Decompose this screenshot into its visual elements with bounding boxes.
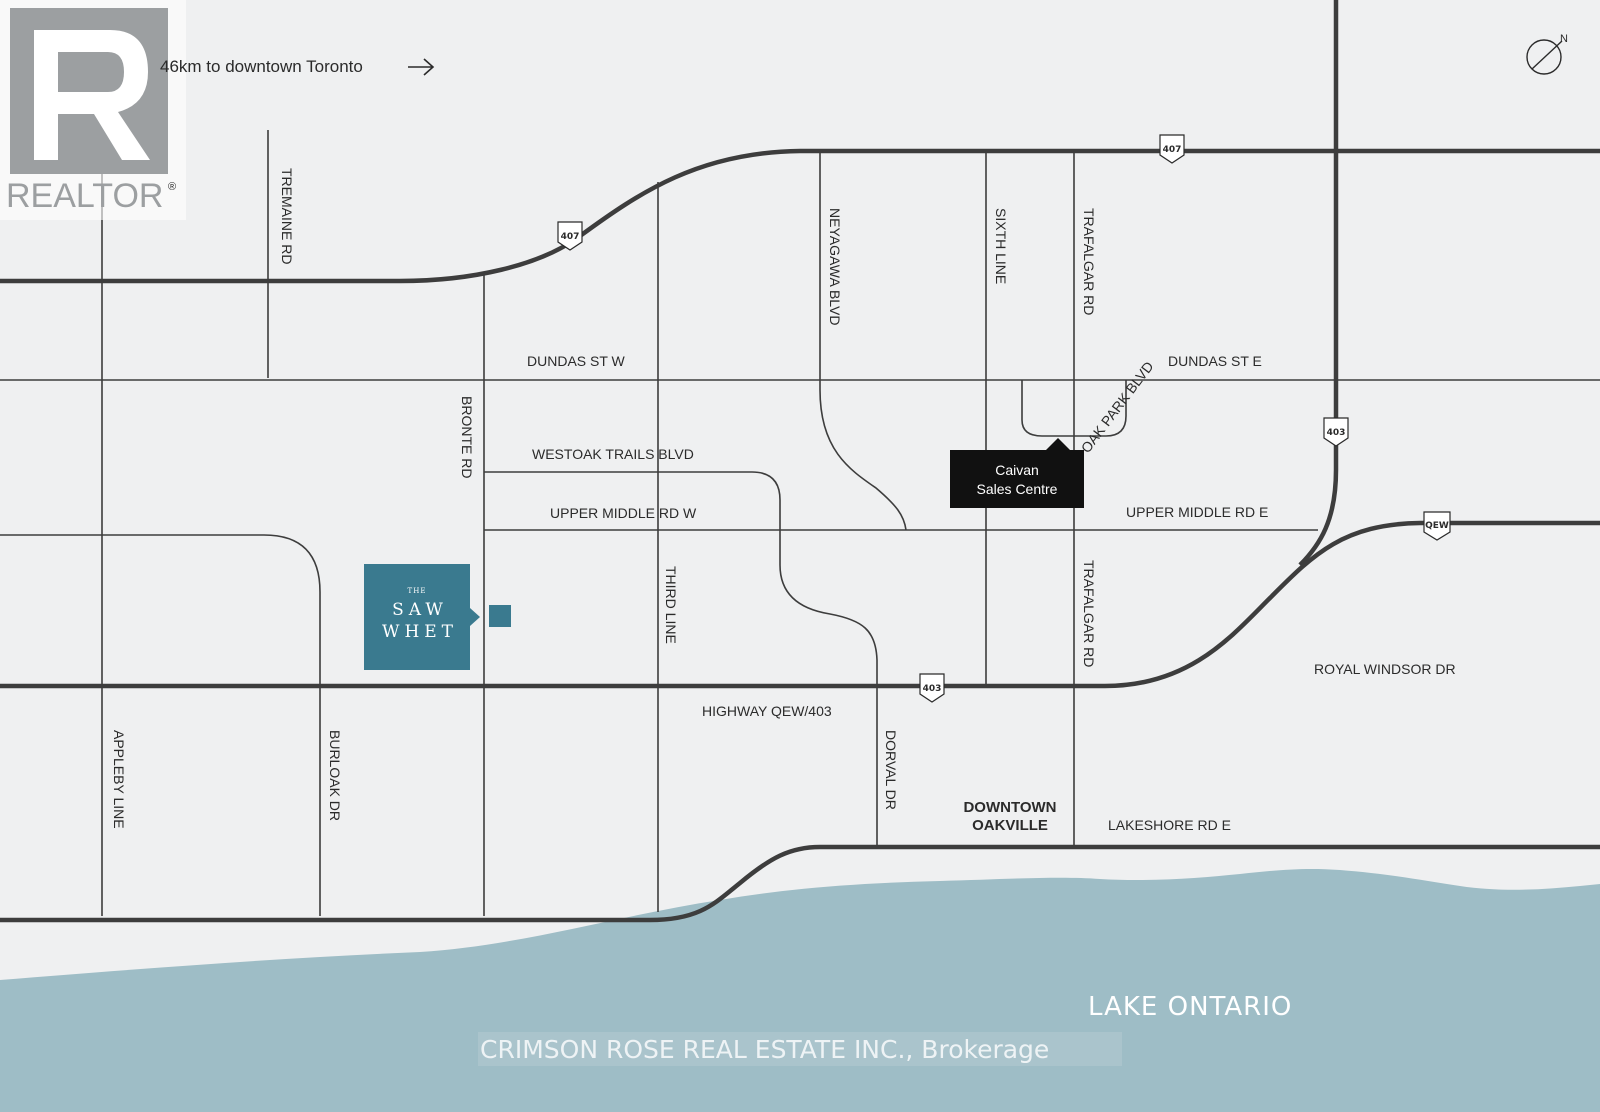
vertical-road-labels: TREMAINE RD NEYAGAWA BLVD SIXTH LINE TRA… (111, 168, 1097, 829)
shield-403-north-label: 403 (1327, 428, 1346, 438)
road-label-third-line: THIRD LINE (663, 566, 679, 644)
burloak-road (0, 534, 321, 916)
downtown-label-line2: OAKVILLE (972, 817, 1048, 834)
road-label-trafalgar-north: TRAFALGAR RD (1081, 208, 1097, 315)
shield-403-south-label: 403 (923, 684, 942, 694)
shield-403-south: 403 (919, 673, 945, 703)
downtown-oakville-label: DOWNTOWN OAKVILLE (963, 799, 1056, 834)
saw-whet-line2: WHET (382, 622, 458, 642)
road-label-upper-middle-w: UPPER MIDDLE RD W (550, 505, 697, 521)
road-label-appleby: APPLEBY LINE (111, 730, 127, 829)
shield-407-west-label: 407 (561, 232, 580, 242)
realtor-registered-mark: ® (168, 181, 176, 193)
shield-407-east: 407 (1159, 134, 1185, 164)
realtor-logo: REALTOR ® (0, 0, 186, 220)
compass-label: N (1560, 33, 1568, 45)
realtor-text: REALTOR (6, 177, 163, 215)
lake-ontario-label: LAKE ONTARIO (1088, 992, 1292, 1022)
compass-icon: N (1526, 33, 1568, 75)
westoak-trails-road (484, 471, 878, 846)
lakeshore-road (0, 844, 1600, 923)
shield-403-north: 403 (1323, 417, 1349, 447)
shield-407-west: 407 (557, 221, 583, 251)
road-label-sixth-line: SIXTH LINE (993, 208, 1009, 284)
road-label-dundas-e: DUNDAS ST E (1168, 353, 1262, 369)
road-label-lakeshore: LAKESHORE RD E (1108, 817, 1231, 833)
brokerage-backdrop (478, 1032, 1122, 1066)
sales-centre-marker: Caivan Sales Centre (950, 438, 1084, 508)
local-roads (0, 130, 1600, 916)
realtor-r-letter (34, 30, 150, 160)
downtown-label-line1: DOWNTOWN (963, 799, 1056, 816)
sales-centre-line1: Caivan (995, 462, 1039, 478)
road-label-westoak: WESTOAK TRAILS BLVD (532, 446, 694, 462)
road-label-trafalgar-south: TRAFALGAR RD (1081, 560, 1097, 667)
shield-qew-label: QEW (1425, 521, 1449, 531)
highway-qew-403 (0, 520, 1600, 689)
arrow-right-icon (408, 58, 435, 76)
saw-whet-box (364, 564, 470, 670)
shield-407-east-label: 407 (1163, 145, 1182, 155)
sales-centre-line2: Sales Centre (977, 481, 1058, 497)
saw-whet-marker: THE SAW WHET (364, 564, 511, 670)
road-label-tremaine: TREMAINE RD (279, 168, 295, 264)
saw-whet-line1: SAW (392, 600, 448, 620)
road-label-upper-middle-e: UPPER MIDDLE RD E (1126, 504, 1268, 520)
distance-note: 46km to downtown Toronto (160, 57, 363, 76)
road-label-bronte: BRONTE RD (459, 396, 475, 478)
neyagawa-road (819, 152, 907, 531)
saw-whet-small: THE (408, 587, 427, 595)
road-label-burloak: BURLOAK DR (327, 730, 343, 821)
brokerage-watermark: CRIMSON ROSE REAL ESTATE INC., Brokerage (480, 1035, 1049, 1064)
shield-qew: QEW (1423, 511, 1451, 541)
lake-ontario-water (0, 868, 1600, 1112)
road-label-highway-qew: HIGHWAY QEW/403 (702, 703, 832, 719)
saw-whet-site-square (489, 605, 511, 627)
north-south-highway (1298, 0, 1339, 567)
road-label-neyagawa: NEYAGAWA BLVD (827, 208, 843, 325)
road-label-royal-windsor: ROYAL WINDSOR DR (1314, 661, 1456, 677)
road-label-dundas-w: DUNDAS ST W (527, 353, 626, 369)
road-label-dorval: DORVAL DR (883, 730, 899, 810)
sales-centre-box (950, 450, 1084, 508)
oak-park-loop (1021, 380, 1127, 437)
